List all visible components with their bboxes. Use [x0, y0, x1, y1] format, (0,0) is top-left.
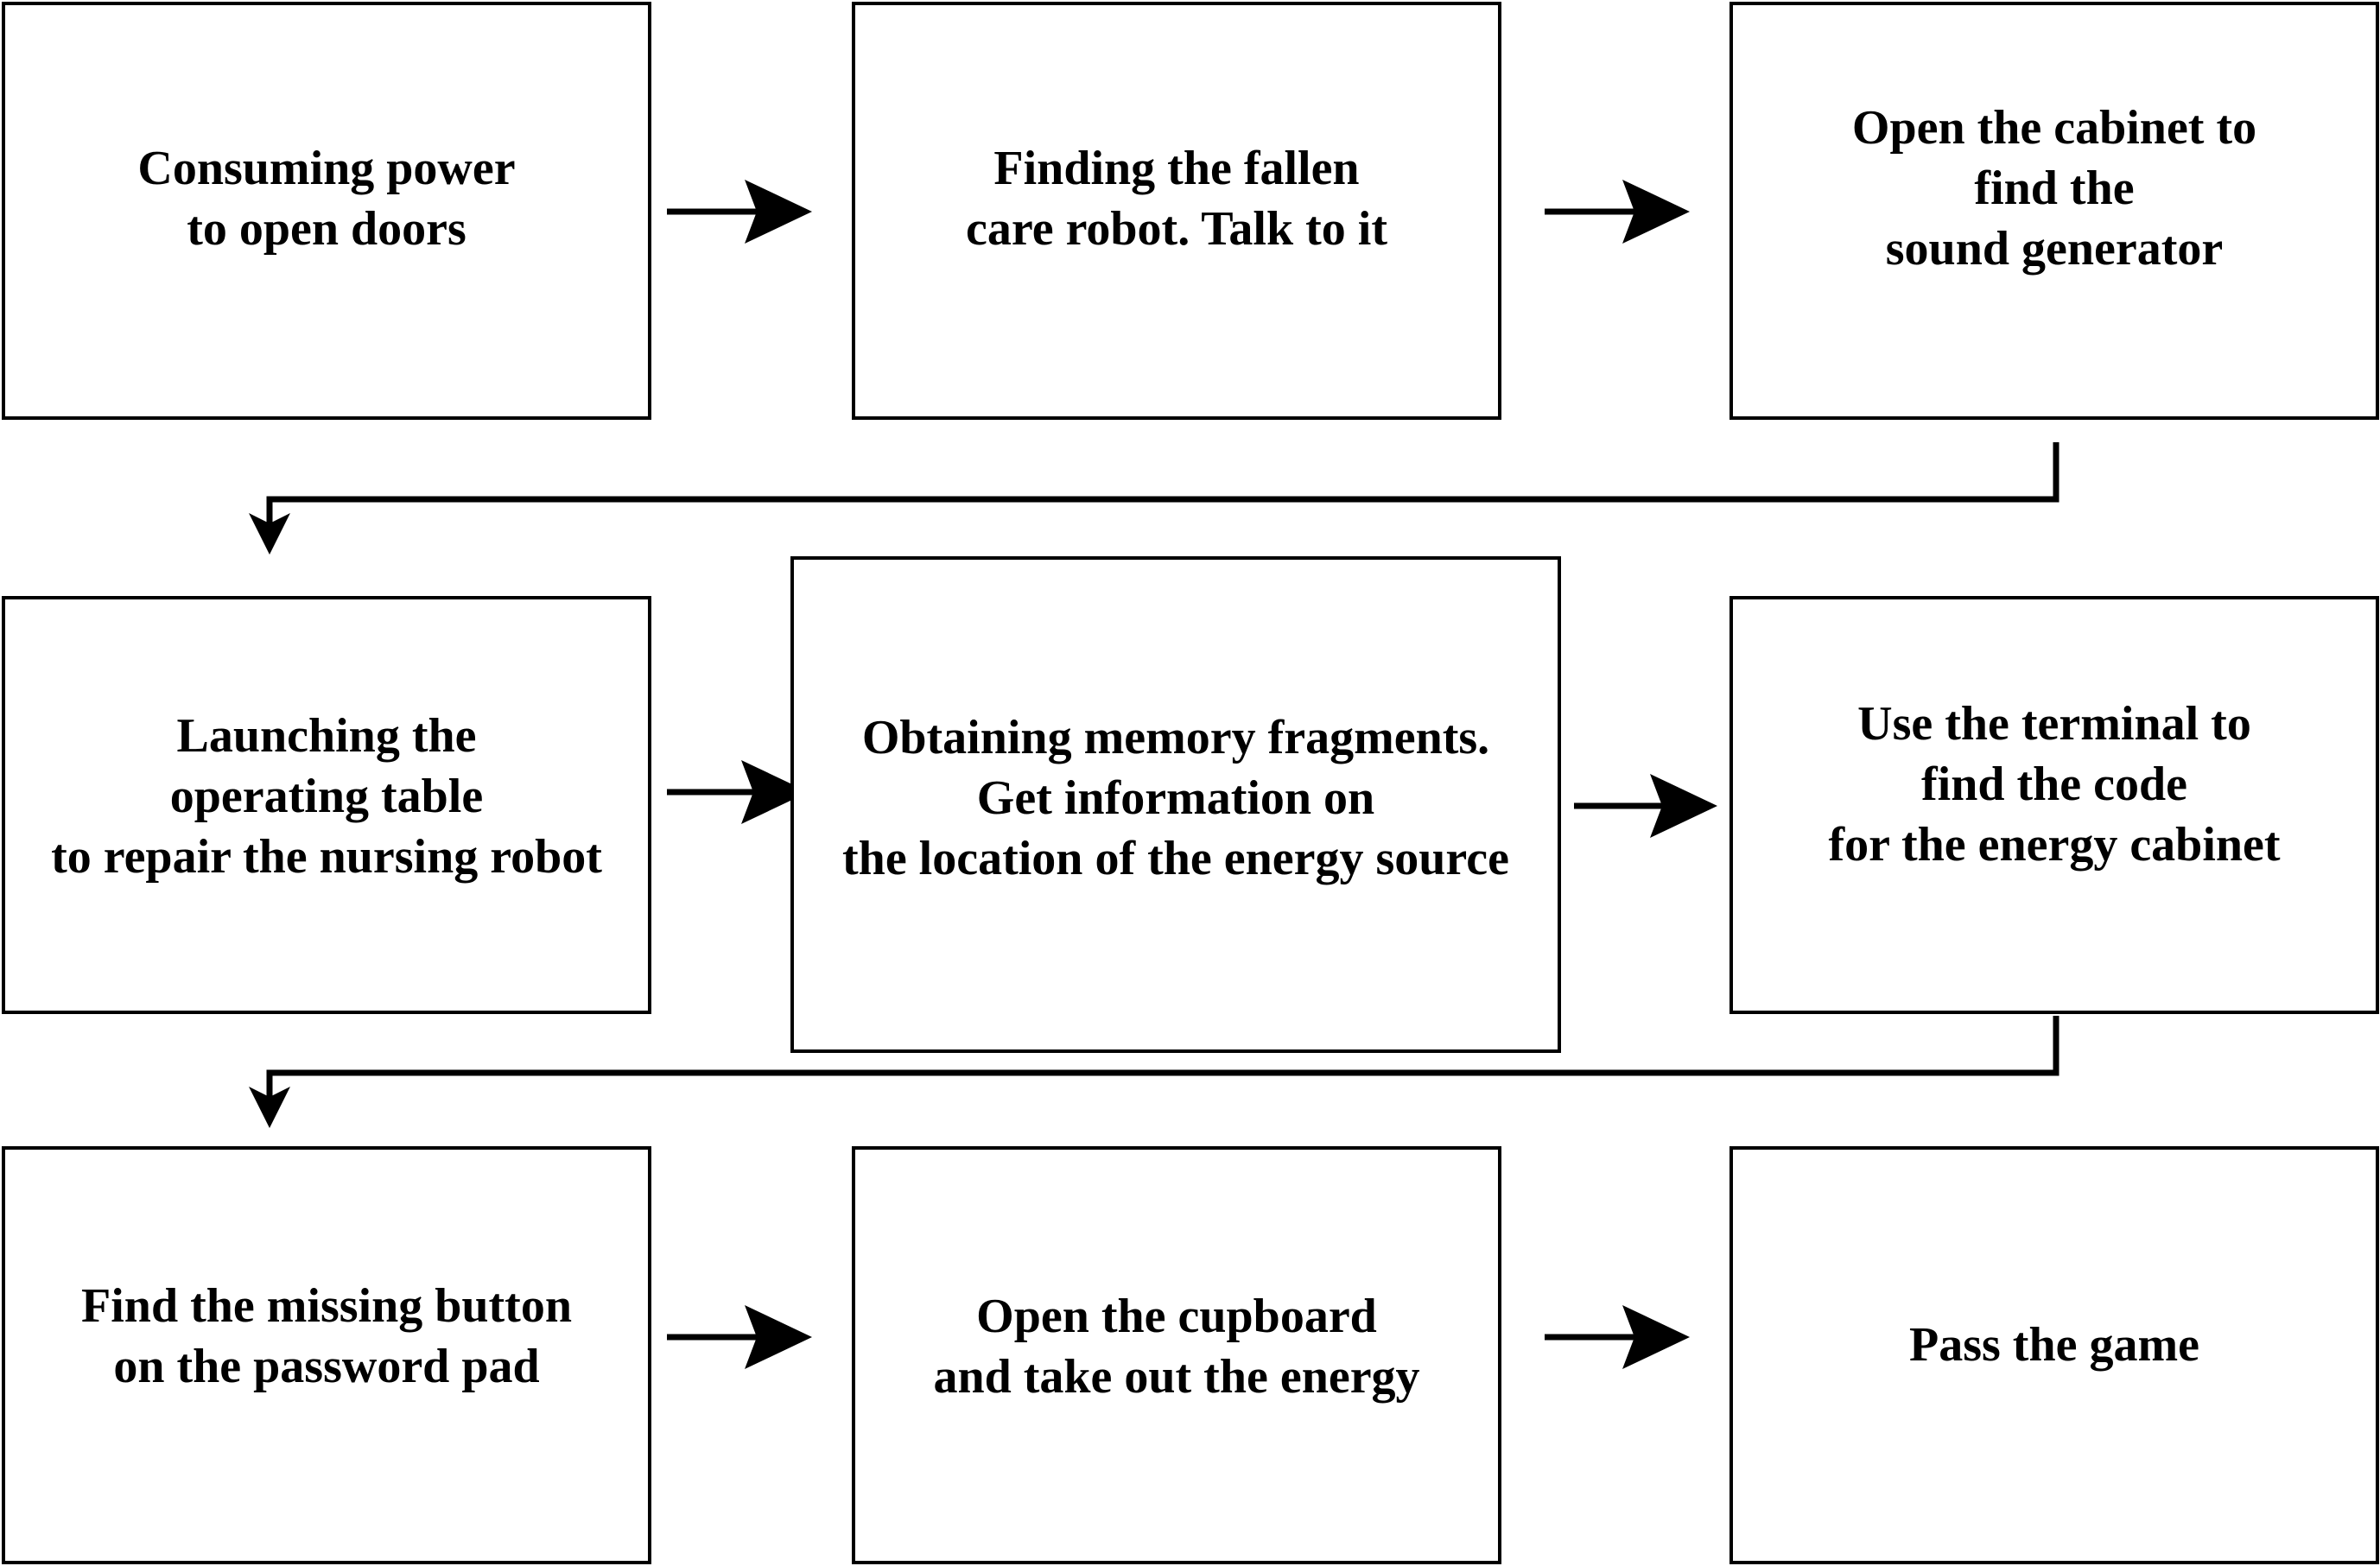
arrow-step1-to-step2	[667, 180, 812, 244]
arrow-step8-to-step9	[1545, 1305, 1690, 1369]
step-label: Find the missing button on the password …	[81, 1279, 572, 1393]
step-box-memory-fragments: Obtaining memory fragments. Get informat…	[790, 556, 1561, 1053]
step-label: Finding the fallen care robot. Talk to i…	[966, 142, 1387, 256]
step-box-find-missing-button: Find the missing button on the password …	[2, 1146, 651, 1564]
step-label: Pass the game	[1909, 1318, 2199, 1372]
step-label: Launching the operating table to repair …	[51, 709, 602, 884]
step-label: Obtaining memory fragments. Get informat…	[842, 710, 1509, 885]
step-box-pass-game: Pass the game	[1729, 1146, 2379, 1564]
arrow-step7-to-step8	[667, 1305, 812, 1369]
arrow-step4-to-step5	[667, 760, 809, 824]
step-label: Open the cabinet to find the sound gener…	[1851, 101, 2257, 276]
step-box-find-care-robot: Finding the fallen care robot. Talk to i…	[852, 2, 1501, 420]
connector-step6-to-step7	[249, 1016, 2059, 1128]
arrow-step2-to-step3	[1545, 180, 1690, 244]
arrow-step5-to-step6	[1574, 774, 1717, 838]
step-label: Use the terminal to find the code for th…	[1828, 697, 2281, 872]
step-box-open-cabinet: Open the cabinet to find the sound gener…	[1729, 2, 2379, 420]
step-box-launch-operating-table: Launching the operating table to repair …	[2, 596, 651, 1014]
step-label: Open the cupboard and take out the energ…	[933, 1290, 1420, 1404]
step-box-open-cupboard: Open the cupboard and take out the energ…	[852, 1146, 1501, 1564]
step-box-consuming-power: Consuming power to open doors	[2, 2, 651, 420]
step-label: Consuming power to open doors	[137, 142, 516, 256]
connector-step3-to-step4	[249, 442, 2059, 555]
step-box-use-terminal: Use the terminal to find the code for th…	[1729, 596, 2379, 1014]
